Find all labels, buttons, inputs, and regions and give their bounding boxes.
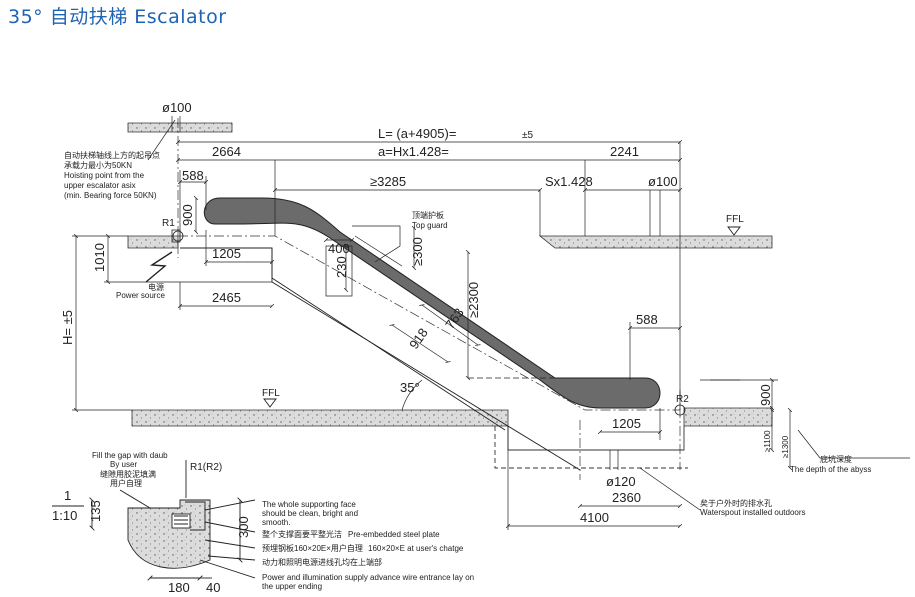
wire-cn: 动力和照明电源进线孔均在上端部: [262, 557, 382, 567]
support-markers: [171, 229, 686, 416]
upper-left-floor-slab: [127, 235, 179, 249]
a-formula: a=Hx1.428=: [378, 144, 449, 159]
dim-min-run: ≥3285: [370, 174, 406, 189]
detail-concrete: [127, 499, 211, 569]
r1-circle-icon: [172, 230, 184, 242]
dim-900-lower: 900: [758, 384, 773, 406]
concrete-slabs: [127, 122, 773, 427]
dim-588-lower: 588: [636, 312, 658, 327]
detail-dim-180: 180: [168, 580, 190, 595]
s-formula: Sx1.428: [545, 174, 593, 189]
detail-section: [52, 460, 256, 578]
power-source-icon: [145, 251, 173, 283]
r1-label: R1: [162, 218, 175, 229]
dim-1205-upper: 1205: [212, 246, 241, 261]
fill-gap-en-1: Fill the gap with daub: [92, 451, 168, 460]
pipe-bottom: ø120: [606, 474, 636, 489]
ffl-right-label: FFL: [726, 214, 744, 225]
dimension-lines: [72, 116, 910, 530]
dim-400: 400: [328, 241, 350, 256]
top-guard-cn: 顶端护板: [412, 210, 444, 220]
waterspout-en: Waterspout installed outdoors: [700, 508, 806, 517]
r2-circle-icon: [674, 404, 686, 416]
labels: ø100 L= (a+4905)= ±5 a=Hx1.428= 2664 224…: [52, 100, 871, 595]
wire-en-1: Power and illumination supply advance wi…: [262, 573, 474, 582]
dim-2300: ≥2300: [466, 282, 481, 318]
top-guard-en: Top guard: [412, 221, 448, 230]
dim-4100: 4100: [580, 510, 609, 525]
wire-en-2: the upper ending: [262, 582, 322, 591]
dim-2465: 2465: [212, 290, 241, 305]
support-en-1: The whole supporting face: [262, 500, 356, 509]
dim-2360: 2360: [612, 490, 641, 505]
lower-left-floor-slab: [131, 409, 509, 427]
length-formula: L= (a+4905)=: [378, 126, 456, 141]
h-label: H= ±5: [60, 310, 75, 345]
dim-2241: 2241: [610, 144, 639, 159]
waterspout-cn: 矣于户外时的排水孔: [700, 498, 772, 508]
dim-900-upper: 900: [180, 204, 195, 226]
pipe-top-left: ø100: [162, 100, 192, 115]
pipe-top-right: ø100: [648, 174, 678, 189]
dim-1300: ≥1300: [781, 435, 790, 458]
hoist-en-3: (min. Bearing force 50KN): [64, 191, 157, 200]
dim-918: 918: [406, 325, 431, 351]
scale-top: 1: [64, 488, 71, 503]
hoist-en-1: Hoisting point from the: [64, 171, 145, 180]
dim-300: ≥300: [410, 237, 425, 266]
detail-r-label: R1(R2): [190, 462, 222, 473]
ffl-left-triangle-icon: [263, 398, 277, 408]
detail-dim-300: 300: [236, 516, 251, 538]
fill-gap-cn-2: 用户自理: [110, 478, 142, 488]
lower-right-floor-slab: [683, 407, 773, 427]
diagram-title: 35° 自动扶梯 Escalator: [8, 6, 227, 28]
ffl-left-label: FFL: [262, 388, 280, 399]
dim-1205-lower: 1205: [612, 416, 641, 431]
r2-label: R2: [676, 394, 689, 405]
ffl-right-triangle-icon: [727, 226, 741, 236]
detail-dim-135: 135: [88, 500, 103, 522]
escalator-truss: [203, 197, 661, 409]
power-cn: 电源: [148, 282, 164, 292]
plate-cn: 预埋钢板160×20E×用户自理: [262, 543, 363, 553]
ffl-markers: [263, 226, 741, 408]
plate-user: 160×20×E at user's chatge: [368, 544, 464, 553]
length-suffix: ±5: [522, 130, 533, 141]
dim-1010: 1010: [92, 243, 107, 272]
dim-1100: ≥1100: [763, 430, 772, 452]
power-en: Power source: [116, 291, 165, 300]
dim-588-upper: 588: [182, 168, 204, 183]
scale-bottom: 1:10: [52, 508, 77, 523]
plate-en: Pre-embedded steel plate: [348, 530, 440, 539]
support-en-3: smooth.: [262, 518, 290, 527]
support-en-2: should be clean, bright and: [262, 509, 358, 518]
fill-gap-cn-1: 缝隙用胶泥填满: [100, 469, 156, 479]
hoist-cn-1: 自动扶梯轴线上方的起吊点: [64, 150, 160, 160]
support-cn: 整个支撑面要平整光洁: [262, 529, 342, 539]
dim-230: 230: [334, 256, 349, 278]
pit-depth-en: The depth of the abyss: [790, 465, 871, 474]
hoist-cn-2: 承载力最小为50KN: [64, 160, 132, 170]
detail-dim-40: 40: [206, 580, 220, 595]
angle-label: 35°: [400, 380, 420, 395]
fill-gap-en-2: By user: [110, 460, 137, 469]
pit-depth-cn: 底坑深度: [820, 454, 852, 464]
upper-right-floor-slab: [538, 235, 773, 249]
dim-2664: 2664: [212, 144, 241, 159]
hoist-en-2: upper escalator asix: [64, 181, 136, 190]
